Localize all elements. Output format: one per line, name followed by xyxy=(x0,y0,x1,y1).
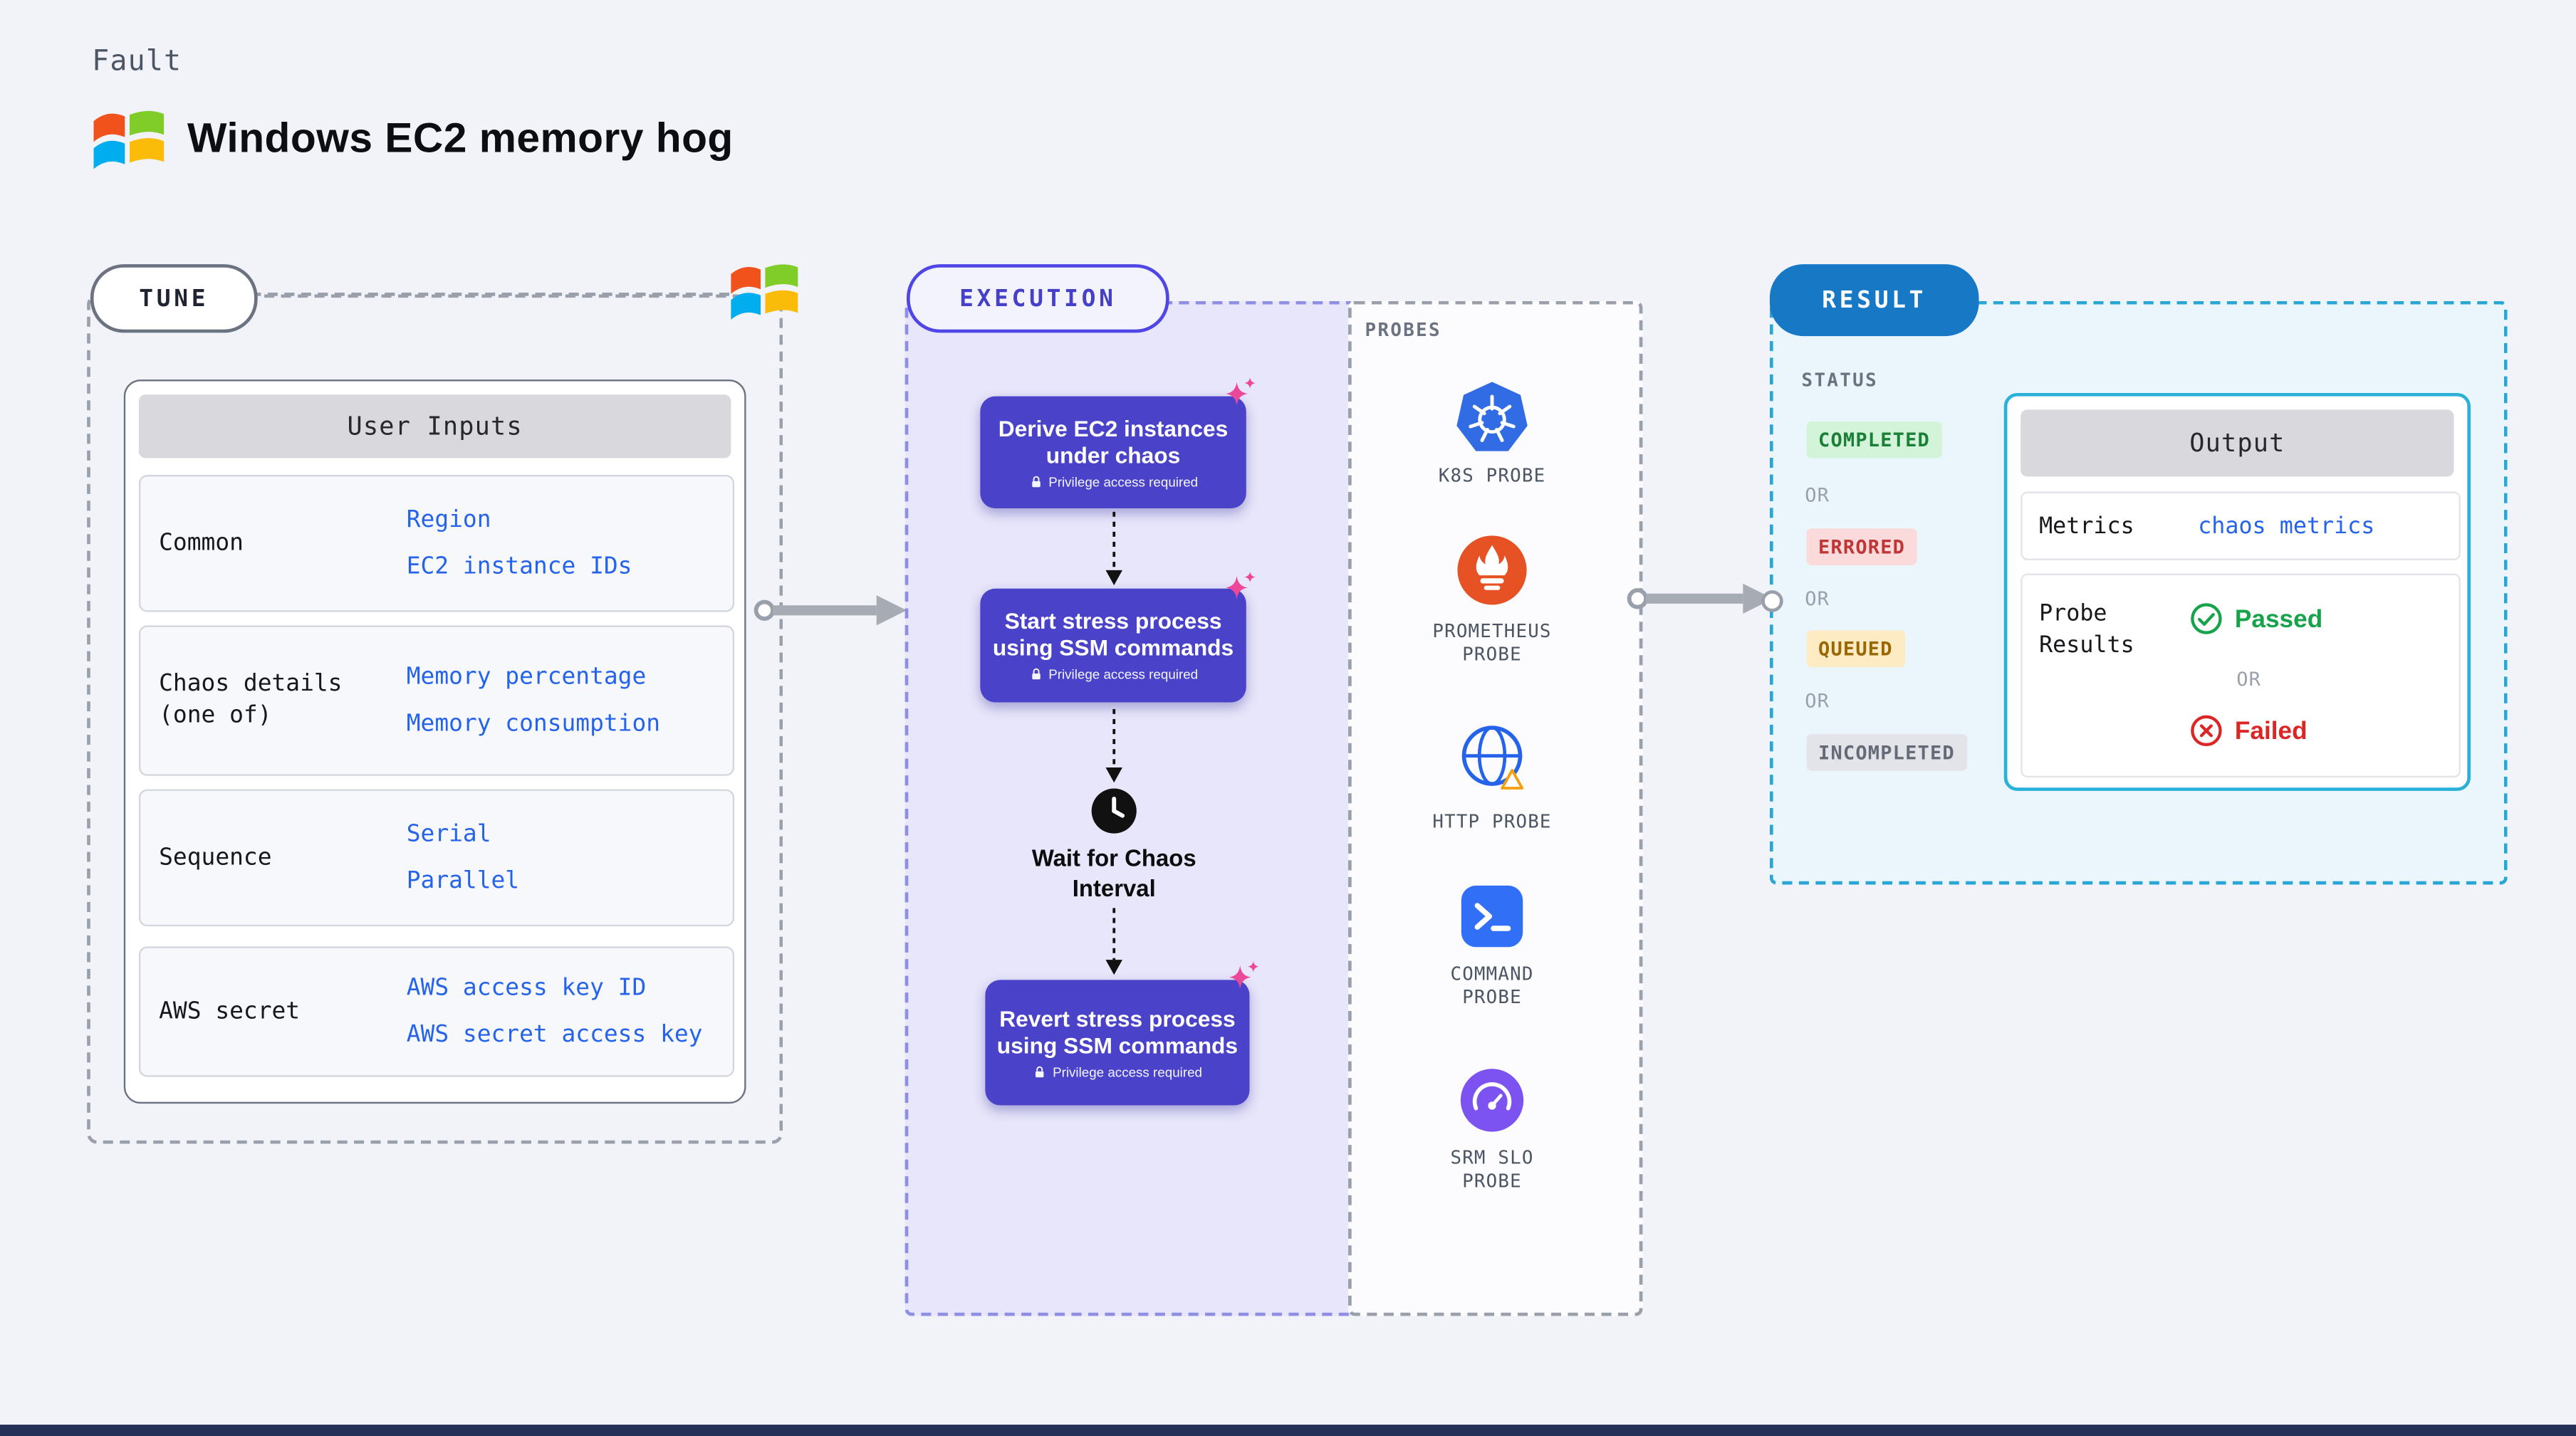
warning-triangle-icon xyxy=(1501,769,1524,790)
status-badge-errored: ERRORED xyxy=(1806,528,1917,565)
step-title: Derive EC2 instances under chaos xyxy=(998,415,1229,468)
kubernetes-icon xyxy=(1456,382,1528,451)
flow-arrow xyxy=(753,595,907,626)
input-row-values: Serial Parallel xyxy=(407,791,733,925)
input-value-link[interactable]: Parallel xyxy=(406,866,520,894)
privilege-badge-label: Privilege access required xyxy=(1048,473,1199,489)
fault-kicker: Fault xyxy=(92,45,182,79)
clock-icon xyxy=(1091,788,1137,834)
probe-label: COMMAND PROBE xyxy=(1348,963,1636,1010)
sparkle-icon xyxy=(1226,571,1256,599)
input-row-label: AWS secret xyxy=(159,997,301,1024)
status-badge-completed: COMPLETED xyxy=(1806,421,1942,458)
input-row-sequence: Sequence Serial Parallel xyxy=(138,789,735,927)
sparkle-icon xyxy=(1226,377,1256,406)
metrics-label: Metrics xyxy=(2039,512,2134,540)
tune-section xyxy=(87,294,783,1144)
execution-step-derive: Derive EC2 instances under chaos Privile… xyxy=(980,396,1246,509)
lock-icon xyxy=(1031,668,1041,680)
status-label: STATUS xyxy=(1801,370,1879,392)
probes-label: PROBES xyxy=(1365,319,1441,342)
probe-label-text: HTTP PROBE xyxy=(1432,811,1552,833)
connection-port xyxy=(1761,590,1783,612)
wait-step-label: Wait for Chaos Interval xyxy=(1031,844,1196,901)
step-title: Start stress process using SSM commands xyxy=(992,608,1234,661)
execution-step-revert: Revert stress process using SSM commands… xyxy=(985,980,1250,1106)
input-row-values: AWS access key ID AWS secret access key xyxy=(407,948,733,1076)
privilege-badge: Privilege access required xyxy=(1028,667,1198,682)
or-label: OR xyxy=(1805,587,1830,611)
status-badge-queued: QUEUED xyxy=(1806,630,1905,668)
probe-label-text: COMMAND PROBE xyxy=(1450,963,1534,1009)
passed-result: Passed xyxy=(2189,602,2322,636)
privilege-badge-label: Privilege access required xyxy=(1053,1064,1202,1080)
input-value-link[interactable]: Memory consumption xyxy=(406,710,661,737)
tune-connector-line xyxy=(251,293,730,296)
probe-results-label: Probe Results xyxy=(2039,600,2134,659)
step-connector xyxy=(1105,708,1122,783)
input-row-chaos-details: Chaos details (one of) Memory percentage… xyxy=(138,625,735,776)
lock-icon xyxy=(1036,1065,1045,1077)
privilege-badge-label: Privilege access required xyxy=(1048,667,1199,683)
step-connector xyxy=(1105,908,1122,975)
input-value-link[interactable]: Region xyxy=(406,505,491,533)
gauge-icon xyxy=(1460,1069,1524,1132)
input-value-link[interactable]: AWS secret access key xyxy=(406,1020,703,1048)
probes-section xyxy=(1348,300,1643,1316)
windows-logo-icon xyxy=(731,264,798,320)
lock-icon xyxy=(1031,475,1041,487)
input-value-link[interactable]: Serial xyxy=(406,820,491,847)
or-label: OR xyxy=(1805,483,1830,507)
windows-logo-icon xyxy=(93,110,165,169)
bottom-bar xyxy=(0,1425,2576,1436)
flow-arrow xyxy=(1627,583,1773,614)
probe-label: PROMETHEUS PROBE xyxy=(1348,620,1636,667)
input-row-label: Sequence xyxy=(159,843,272,871)
sparkle-icon xyxy=(1229,960,1259,990)
step-connector xyxy=(1105,511,1122,586)
user-inputs-header: User Inputs xyxy=(138,394,731,458)
metrics-row: Metrics chaos metrics xyxy=(2020,491,2461,560)
metrics-value-link[interactable]: chaos metrics xyxy=(2198,512,2375,540)
probe-label-text: SRM SLO PROBE xyxy=(1450,1147,1534,1193)
globe-icon xyxy=(1461,725,1523,786)
x-circle-icon xyxy=(2191,715,2222,747)
input-row-label: Chaos details (one of) xyxy=(159,670,343,730)
execution-step-start-stress: Start stress process using SSM commands … xyxy=(980,588,1246,703)
privilege-badge: Privilege access required xyxy=(1033,1064,1202,1079)
tune-label-pill: TUNE xyxy=(90,264,258,333)
or-label: OR xyxy=(2236,667,2262,691)
check-circle-icon xyxy=(2191,603,2222,634)
input-value-link[interactable]: Memory percentage xyxy=(406,663,647,690)
output-header: Output xyxy=(2020,409,2454,477)
user-inputs-card: User Inputs Common Region EC2 instance I… xyxy=(123,379,746,1104)
probe-label-text: K8S PROBE xyxy=(1438,464,1546,487)
passed-label: Passed xyxy=(2234,604,2323,633)
failed-result: Failed xyxy=(2189,714,2308,748)
input-row-label: Common xyxy=(159,529,244,556)
probe-results-row: Probe Results Passed OR Failed xyxy=(2020,573,2461,778)
input-row-common: Common Region EC2 instance IDs xyxy=(138,475,735,612)
privilege-badge: Privilege access required xyxy=(1028,474,1198,489)
input-row-values: Region EC2 instance IDs xyxy=(407,476,733,610)
or-label: OR xyxy=(1805,688,1830,713)
prometheus-icon xyxy=(1457,535,1527,605)
probe-label-text: PROMETHEUS PROBE xyxy=(1432,620,1552,666)
input-value-link[interactable]: AWS access key ID xyxy=(406,974,647,1001)
terminal-icon xyxy=(1461,885,1523,948)
step-title: Revert stress process using SSM commands xyxy=(996,1005,1239,1058)
probe-label: SRM SLO PROBE xyxy=(1348,1147,1636,1194)
input-value-link[interactable]: EC2 instance IDs xyxy=(406,552,632,580)
probe-label: K8S PROBE xyxy=(1348,465,1636,488)
probe-label: HTTP PROBE xyxy=(1348,811,1636,834)
failed-label: Failed xyxy=(2234,716,2308,745)
input-row-aws-secret: AWS secret AWS access key ID AWS secret … xyxy=(138,946,735,1077)
output-card: Output Metrics chaos metrics Probe Resul… xyxy=(2003,392,2471,791)
input-row-values: Memory percentage Memory consumption xyxy=(407,627,733,775)
status-badge-incompleted: INCOMPLETED xyxy=(1806,734,1967,771)
page-title: Windows EC2 memory hog xyxy=(187,115,734,162)
execution-label-pill: EXECUTION xyxy=(906,264,1169,333)
result-label-pill: RESULT xyxy=(1769,264,1979,337)
